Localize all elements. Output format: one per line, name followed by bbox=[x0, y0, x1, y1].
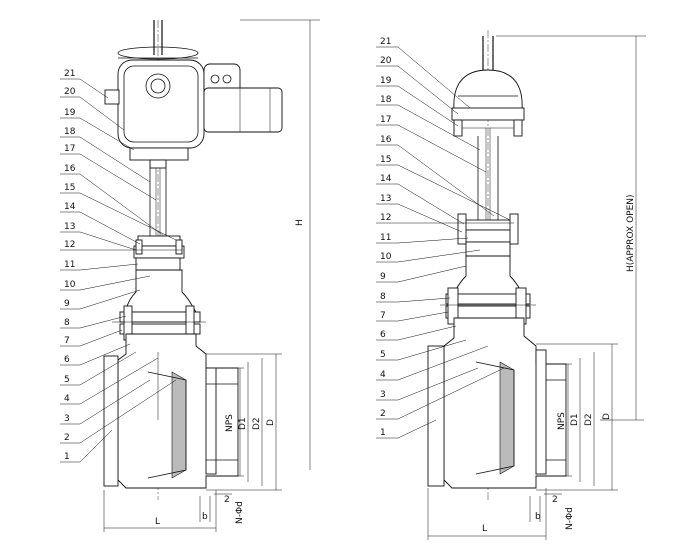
part-label: 19 bbox=[380, 76, 392, 86]
dim-nps: NPS bbox=[557, 412, 567, 430]
wedge-gate bbox=[171, 371, 187, 479]
part-label: 13 bbox=[64, 222, 75, 232]
part-label: 18 bbox=[64, 127, 76, 137]
part-label: 6 bbox=[64, 355, 70, 365]
part-label: 4 bbox=[64, 394, 70, 404]
dim-d1: D1 bbox=[238, 417, 248, 430]
part-label: 19 bbox=[64, 108, 76, 118]
part-label: 18 bbox=[380, 95, 392, 105]
right-part-labels: 21 20 19 18 17 16 15 14 13 12 11 10 9 bbox=[376, 37, 514, 439]
dim-raised-face: 2 bbox=[224, 495, 230, 505]
part-label: 9 bbox=[380, 272, 386, 282]
bonnet bbox=[123, 269, 197, 313]
wedge-gate bbox=[499, 361, 515, 475]
handwheel-base bbox=[451, 107, 525, 121]
part-label: 10 bbox=[64, 280, 76, 290]
dim-flange-thickness: b bbox=[202, 512, 208, 522]
actuator-housing bbox=[117, 59, 205, 149]
part-label: 17 bbox=[380, 115, 391, 125]
left-view-electric-actuated-valve: L b 2 N-Φd NPS D1 D2 D H 21 20 19 18 bbox=[60, 19, 320, 532]
part-label: 16 bbox=[64, 164, 76, 174]
part-label: 8 bbox=[64, 318, 70, 328]
actuator-base bbox=[129, 147, 189, 161]
dim-height-H: H bbox=[295, 219, 305, 226]
part-label: 13 bbox=[380, 194, 391, 204]
part-label: 11 bbox=[64, 260, 75, 270]
handwheel-housing bbox=[453, 69, 523, 111]
part-label: 6 bbox=[380, 330, 386, 340]
dim-d: D bbox=[266, 419, 276, 426]
part-label: 1 bbox=[380, 428, 386, 438]
dim-d: D bbox=[602, 413, 612, 420]
dim-d1: D1 bbox=[570, 413, 580, 426]
left-end-flange bbox=[427, 345, 445, 487]
part-label: 20 bbox=[380, 56, 392, 66]
part-label: 5 bbox=[64, 375, 70, 385]
part-label: 7 bbox=[64, 336, 70, 346]
part-label: 16 bbox=[380, 135, 392, 145]
right-view-manual-valve: L b 2 N-Φd NPS D1 D2 D H(APPROX OPEN) 21… bbox=[376, 30, 646, 540]
part-label: 3 bbox=[380, 390, 386, 400]
dim-flange-thickness: b bbox=[535, 512, 541, 522]
left-part-labels: 21 20 19 18 17 16 15 14 13 12 11 10 9 bbox=[60, 69, 182, 463]
electric-motor bbox=[203, 87, 283, 133]
bonnet-flange bbox=[445, 293, 531, 305]
part-label: 3 bbox=[64, 414, 70, 424]
dim-d2: D2 bbox=[584, 413, 594, 426]
part-label: 2 bbox=[64, 433, 70, 443]
part-label: 5 bbox=[380, 350, 386, 360]
handwheel bbox=[117, 46, 199, 60]
gland-flange bbox=[461, 219, 515, 231]
gland-flange bbox=[137, 235, 181, 247]
dim-bolt-holes: N-Φd bbox=[565, 507, 575, 530]
dim-d2: D2 bbox=[252, 417, 262, 430]
part-label: 14 bbox=[380, 174, 392, 184]
dim-length-L: L bbox=[482, 524, 487, 534]
part-label: 12 bbox=[380, 213, 391, 223]
dim-length-L: L bbox=[155, 517, 160, 527]
part-label: 2 bbox=[380, 409, 386, 419]
part-label: 1 bbox=[64, 452, 70, 462]
part-label: 21 bbox=[380, 37, 391, 47]
part-label: 15 bbox=[380, 155, 391, 165]
part-label: 11 bbox=[380, 233, 391, 243]
bonnet bbox=[451, 255, 525, 297]
part-label: 7 bbox=[380, 311, 386, 321]
part-label: 8 bbox=[380, 292, 386, 302]
part-label: 15 bbox=[64, 183, 75, 193]
dim-height-H: H(APPROX OPEN) bbox=[626, 194, 636, 272]
part-label: 4 bbox=[380, 370, 386, 380]
part-label: 20 bbox=[64, 87, 76, 97]
part-label: 14 bbox=[64, 202, 76, 212]
part-label: 10 bbox=[380, 252, 392, 262]
side-boss bbox=[104, 89, 120, 105]
part-label: 21 bbox=[64, 69, 75, 79]
dim-bolt-holes: N-Φd bbox=[235, 501, 245, 524]
dim-raised-face: 2 bbox=[552, 495, 558, 505]
dim-nps: NPS bbox=[225, 414, 235, 432]
left-end-flange bbox=[103, 355, 119, 487]
part-label: 12 bbox=[64, 240, 75, 250]
part-label: 9 bbox=[64, 299, 70, 309]
part-label: 17 bbox=[64, 144, 75, 154]
